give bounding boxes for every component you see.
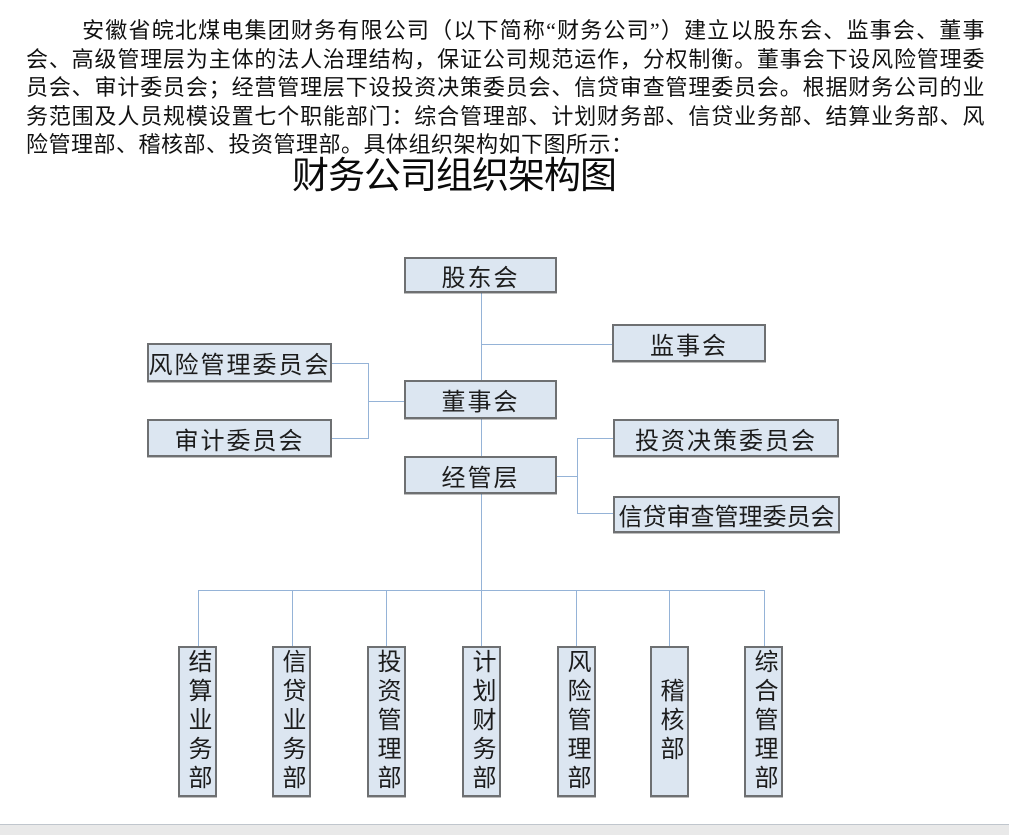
connector-dept-stub-4 xyxy=(481,590,482,646)
connector-dept-stub-2 xyxy=(292,590,293,646)
page-bottom-edge xyxy=(0,824,1009,835)
org-node-dept-planning-finance: 计划财务部 xyxy=(462,646,501,797)
org-node-shareholders-meeting: 股东会 xyxy=(404,257,557,293)
org-node-credit-review-management-committee: 信贷审查管理委员会 xyxy=(613,496,840,533)
org-node-risk-management-committee: 风险管理委员会 xyxy=(147,343,332,382)
connector-management-to-departments xyxy=(481,494,482,590)
connector-to-supervisory-board xyxy=(481,344,612,345)
connector-to-investment-committee xyxy=(577,438,613,439)
connector-right-bracket xyxy=(577,438,578,514)
connector-shareholders-to-board xyxy=(481,293,482,380)
connector-dept-stub-6 xyxy=(669,590,670,646)
org-node-dept-general-management: 综合管理部 xyxy=(744,646,783,797)
connector-bracket-to-board xyxy=(368,401,404,402)
connector-board-to-management xyxy=(481,419,482,456)
org-node-supervisory-board: 监事会 xyxy=(612,324,766,362)
intro-paragraph: 安徽省皖北煤电集团财务有限公司（以下简称“财务公司”）建立以股东会、监事会、董事… xyxy=(26,18,985,157)
connector-to-credit-committee xyxy=(577,513,613,514)
chart-title: 财务公司组织架构图 xyxy=(292,156,617,197)
org-node-dept-credit-business: 信贷业务部 xyxy=(272,646,311,797)
org-node-dept-risk-management: 风险管理部 xyxy=(557,646,596,797)
connector-dept-stub-3 xyxy=(386,590,387,646)
org-node-board-of-directors: 董事会 xyxy=(404,380,557,419)
org-node-dept-investment-management: 投资管理部 xyxy=(367,646,406,797)
connector-management-stub xyxy=(556,476,577,477)
org-node-management-layer: 经管层 xyxy=(404,456,557,494)
connector-dept-stub-1 xyxy=(198,590,199,646)
connector-audit-committee-stub xyxy=(332,438,368,439)
connector-dept-stub-5 xyxy=(576,590,577,646)
org-node-dept-settlement: 结算业务部 xyxy=(178,646,217,797)
connector-risk-committee-stub xyxy=(332,363,368,364)
org-node-investment-decision-committee: 投资决策委员会 xyxy=(613,419,839,457)
org-node-dept-audit-inspection: 稽核部 xyxy=(650,646,689,797)
org-node-audit-committee: 审计委员会 xyxy=(147,419,332,457)
connector-dept-stub-7 xyxy=(764,590,765,646)
